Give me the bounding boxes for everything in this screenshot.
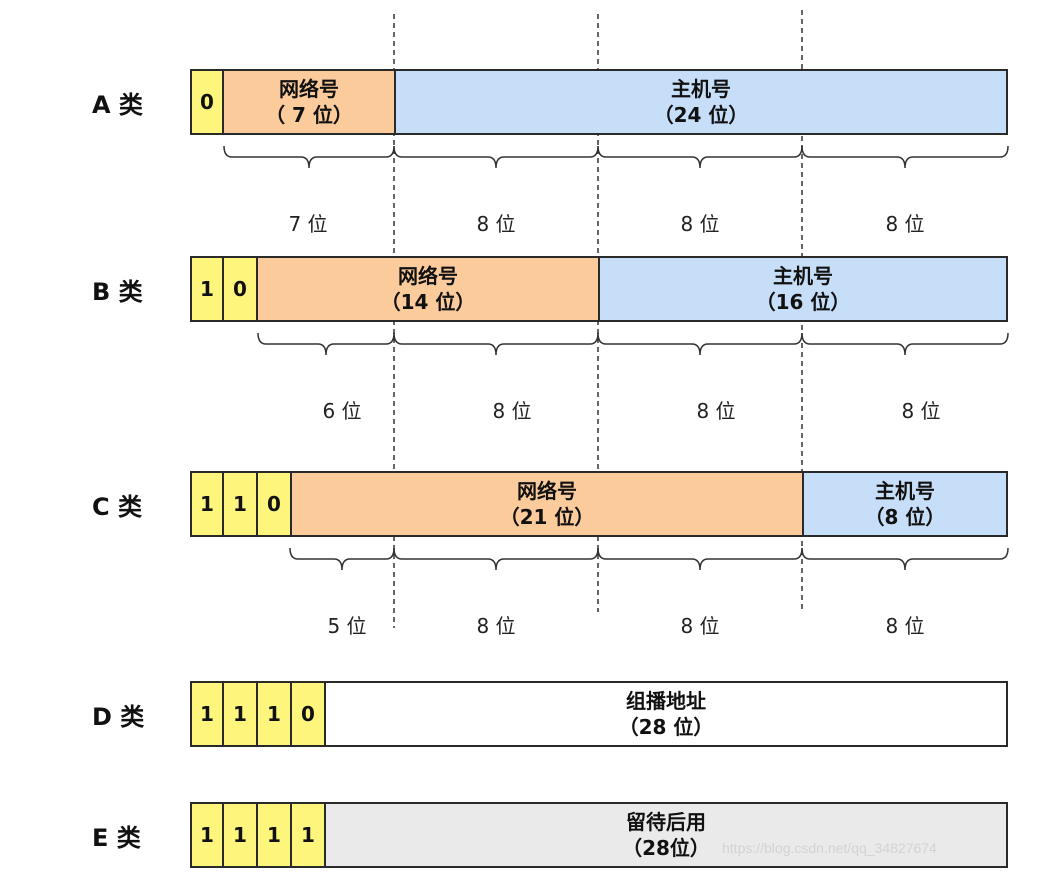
class-e-reserved-field: 留待后用 （28位） [324, 802, 1008, 868]
class-c-host-name: 主机号 [875, 479, 935, 503]
class-a-segment-3-label: 8 位 [680, 212, 720, 236]
class-c-segment-4-brace [801, 547, 1009, 571]
class-e-label: E 类 [92, 824, 141, 852]
class-c-segment-3-label: 8 位 [680, 614, 720, 638]
class-b-segment-1-brace [257, 332, 395, 356]
class-a-segment-2-label: 8 位 [476, 212, 516, 236]
class-d-field-size: （28 位） [618, 715, 714, 739]
class-b-network-field: 网络号 （14 位） [256, 256, 600, 322]
class-c-bit-1: 1 [190, 471, 224, 537]
watermark-url: https://blog.csdn.net/qq_34827674 [722, 840, 937, 856]
class-a-host-name: 主机号 [671, 77, 731, 101]
class-c-host-size: （8 位） [864, 505, 946, 529]
class-b-bit-2: 0 [222, 256, 258, 322]
class-c-bit-3: 0 [256, 471, 292, 537]
class-d-bit-2: 1 [222, 681, 258, 747]
class-d-multicast-field: 组播地址 （28 位） [324, 681, 1008, 747]
class-c-segment-3-brace [597, 547, 803, 571]
class-d-bit-3: 1 [256, 681, 292, 747]
class-d-bit-4: 0 [290, 681, 326, 747]
class-c-segment-2-brace [393, 547, 599, 571]
class-a-network-field: 网络号 （ 7 位） [222, 69, 396, 135]
class-b-network-size: （14 位） [380, 290, 476, 314]
class-d-bit-1: 1 [190, 681, 224, 747]
class-a-segment-4-label: 8 位 [885, 212, 925, 236]
class-b-host-size: （16 位） [755, 290, 851, 314]
class-b-segment-3-brace [597, 332, 803, 356]
class-c-segment-2-label: 8 位 [476, 614, 516, 638]
class-a-segment-1-brace [223, 145, 395, 169]
class-c-host-field: 主机号 （8 位） [802, 471, 1008, 537]
class-b-segment-4-label: 8 位 [901, 399, 941, 423]
class-c-network-field: 网络号 （21 位） [290, 471, 804, 537]
class-b-host-field: 主机号 （16 位） [598, 256, 1008, 322]
class-d-label: D 类 [92, 703, 145, 731]
class-e-field-size: （28位） [622, 836, 710, 860]
class-b-segment-4-brace [801, 332, 1009, 356]
class-c-segment-4-label: 8 位 [885, 614, 925, 638]
class-a-segment-2-brace [393, 145, 599, 169]
class-a-network-name: 网络号 [279, 77, 339, 101]
class-c-network-name: 网络号 [517, 479, 577, 503]
class-c-bit-2: 1 [222, 471, 258, 537]
class-a-label: A 类 [92, 91, 143, 119]
class-a-segment-3-brace [597, 145, 803, 169]
class-b-segment-2-label: 8 位 [492, 399, 532, 423]
class-c-segment-1-label: 5 位 [327, 614, 367, 638]
class-a-bit-1: 0 [190, 69, 224, 135]
class-e-field-name: 留待后用 [626, 810, 706, 834]
class-a-segment-1-label: 7 位 [288, 212, 328, 236]
class-a-network-size: （ 7 位） [265, 103, 353, 127]
class-e-bit-2: 1 [222, 802, 258, 868]
class-a-segment-4-brace [801, 145, 1009, 169]
class-c-label: C 类 [92, 493, 142, 521]
class-b-segment-2-brace [393, 332, 599, 356]
class-b-bit-1: 1 [190, 256, 224, 322]
class-e-bit-3: 1 [256, 802, 292, 868]
class-c-network-size: （21 位） [499, 505, 595, 529]
class-b-host-name: 主机号 [773, 264, 833, 288]
class-a-host-size: （24 位） [653, 103, 749, 127]
class-a-host-field: 主机号 （24 位） [394, 69, 1008, 135]
class-b-network-name: 网络号 [398, 264, 458, 288]
class-e-bit-1: 1 [190, 802, 224, 868]
class-b-segment-3-label: 8 位 [696, 399, 736, 423]
class-e-bit-4: 1 [290, 802, 326, 868]
class-d-field-name: 组播地址 [626, 689, 706, 713]
class-b-label: B 类 [92, 278, 143, 306]
class-b-segment-1-label: 6 位 [322, 399, 362, 423]
class-c-segment-1-brace [289, 547, 395, 571]
